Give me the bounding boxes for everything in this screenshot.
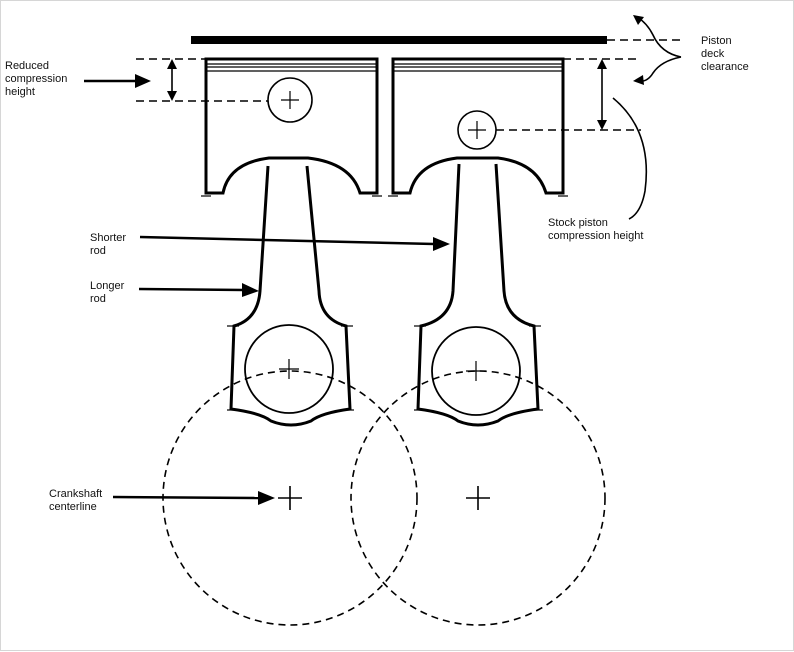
deck-clearance-brace — [633, 15, 682, 85]
stock-compression-label: Stock piston compression height — [548, 217, 643, 242]
right-shorter-rod — [414, 163, 543, 427]
left-longer-rod — [227, 165, 354, 427]
right-crank-center — [466, 486, 490, 510]
right-crank-circle — [350, 370, 606, 626]
stock-height-leader — [612, 97, 648, 220]
left-piston — [201, 57, 382, 197]
shorter-rod-arrow — [139, 235, 450, 251]
right-piston — [388, 57, 568, 197]
reduced-arrow — [84, 74, 151, 88]
crankshaft-centerline-label: Crankshaft centerline — [49, 488, 105, 513]
left-crank-center — [278, 486, 302, 510]
reduced-compression-label: Reduced compression height — [5, 60, 70, 98]
longer-rod-arrow — [138, 283, 259, 297]
stock-height-dimension — [496, 39, 681, 131]
reduced-height-dimension — [136, 58, 268, 102]
cylinder-deck — [191, 36, 607, 44]
right-big-end — [431, 326, 521, 416]
left-big-end — [244, 324, 334, 414]
longer-rod-label: Longer rod — [90, 280, 127, 305]
left-wrist-pin — [267, 77, 313, 123]
shorter-rod-label: Shorter rod — [90, 232, 129, 257]
piston-deck-clearance-label: Piston deck clearance — [701, 35, 749, 73]
crankshaft-arrow — [112, 491, 275, 505]
